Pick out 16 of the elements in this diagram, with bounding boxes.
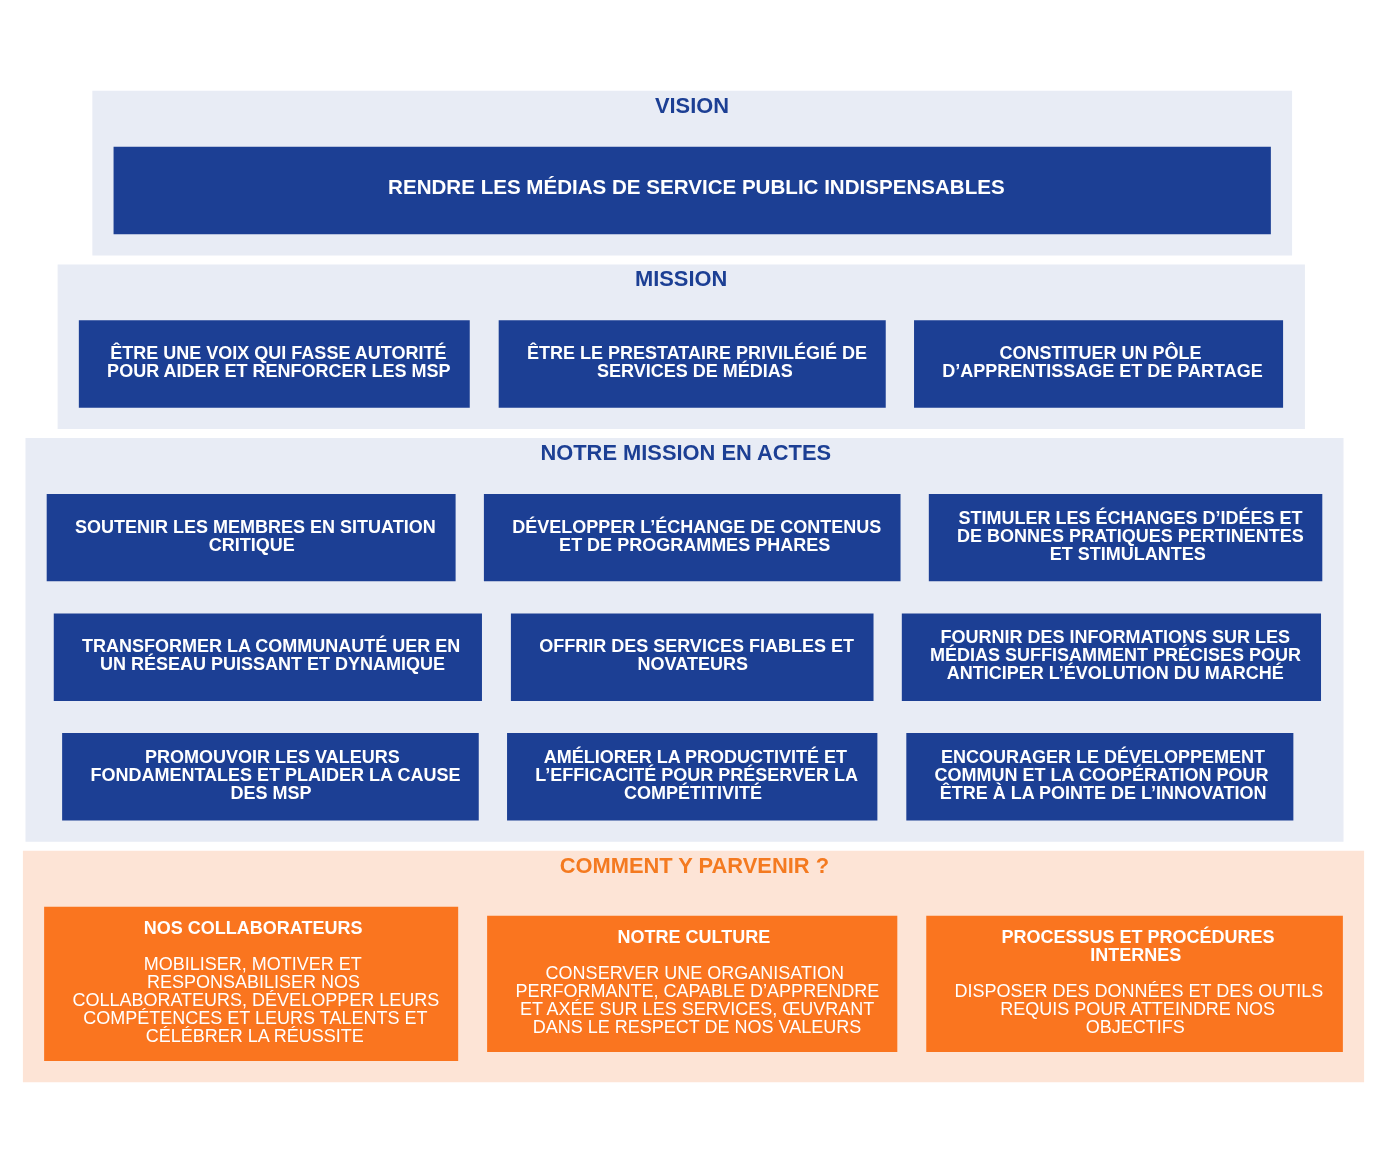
- node-box: OFFRIR DES SERVICES FIABLES ET NOVATEURS: [510, 613, 874, 701]
- node-box: SOUTENIR LES MEMBRES EN SITUATION CRITIQUE: [46, 493, 456, 582]
- node-box: PROMOUVOIR LES VALEURS FONDAMENTALES ET PLAIDER LA CAUSE DES MSP: [62, 733, 479, 821]
- node-box: TRANSFORMER LA COMMUNAUTÉ UER EN UN RÉSEAU PUISSANT ET DYNAMIQUE: [53, 613, 482, 701]
- node-box: CONSTITUER UN PÔLE D’APPRENTISSAGE ET DE PARTAGE: [914, 320, 1284, 408]
- node-box: STIMULER LES ÉCHANGES D’IDÉES ET DE BONNES PRATIQUES PERTINENTES ET STIMULANTES: [928, 493, 1323, 582]
- node-box: PROCESSUS ET PROCÉDURES INTERNES DISPOSER DES DONNÉES ET DES OUTILS REQUIS POUR ATTEINDRE NOS OBJECTIFS: [926, 915, 1343, 1052]
- node-box: NOTRE CULTURE CONSERVER UNE ORGANISATION PERFORMANTE, CAPABLE D’APPRENDRE ET AXÉE SUR LES SERVICES, ŒUVRANT DANS LE RESPECT DE NOS VALEURS: [487, 915, 898, 1052]
- node-box: NOS COLLABORATEURS MOBILISER, MOTIVER ET RESPONSABILISER NOS COLLABORATEURS, DÉVELOPPER LEURS COMPÉTENCES ET LEURS TALENTS ET CÉLÉBRER LA RÉUSSITE: [44, 906, 459, 1061]
- node-box: ENCOURAGER LE DÉVELOPPEMENT COMMUN ET LA COOPÉRATION POUR ÊTRE À LA POINTE DE L’INNOVATION: [906, 733, 1294, 821]
- node-box: ÊTRE UNE VOIX QUI FASSE AUTORITÉ POUR AIDER ET RENFORCER LES MSP: [78, 320, 470, 408]
- node-box: DÉVELOPPER L’ÉCHANGE DE CONTENUS ET DE PROGRAMMES PHARES: [483, 493, 901, 582]
- node-box: RENDRE LES MÉDIAS DE SERVICE PUBLIC INDISPENSABLES: [113, 146, 1271, 235]
- node-box: AMÉLIORER LA PRODUCTIVITÉ ET L’EFFICACITÉ POUR PRÉSERVER LA COMPÉTITIVITÉ: [507, 733, 878, 821]
- node-box: FOURNIR DES INFORMATIONS SUR LES MÉDIAS SUFFISAMMENT PRÉCISES POUR ANTICIPER L’ÉVOLUTION DU MARCHÉ: [901, 613, 1321, 701]
- node-box: ÊTRE LE PRESTATAIRE PRIVILÉGIÉ DE SERVICES DE MÉDIAS: [498, 320, 886, 408]
